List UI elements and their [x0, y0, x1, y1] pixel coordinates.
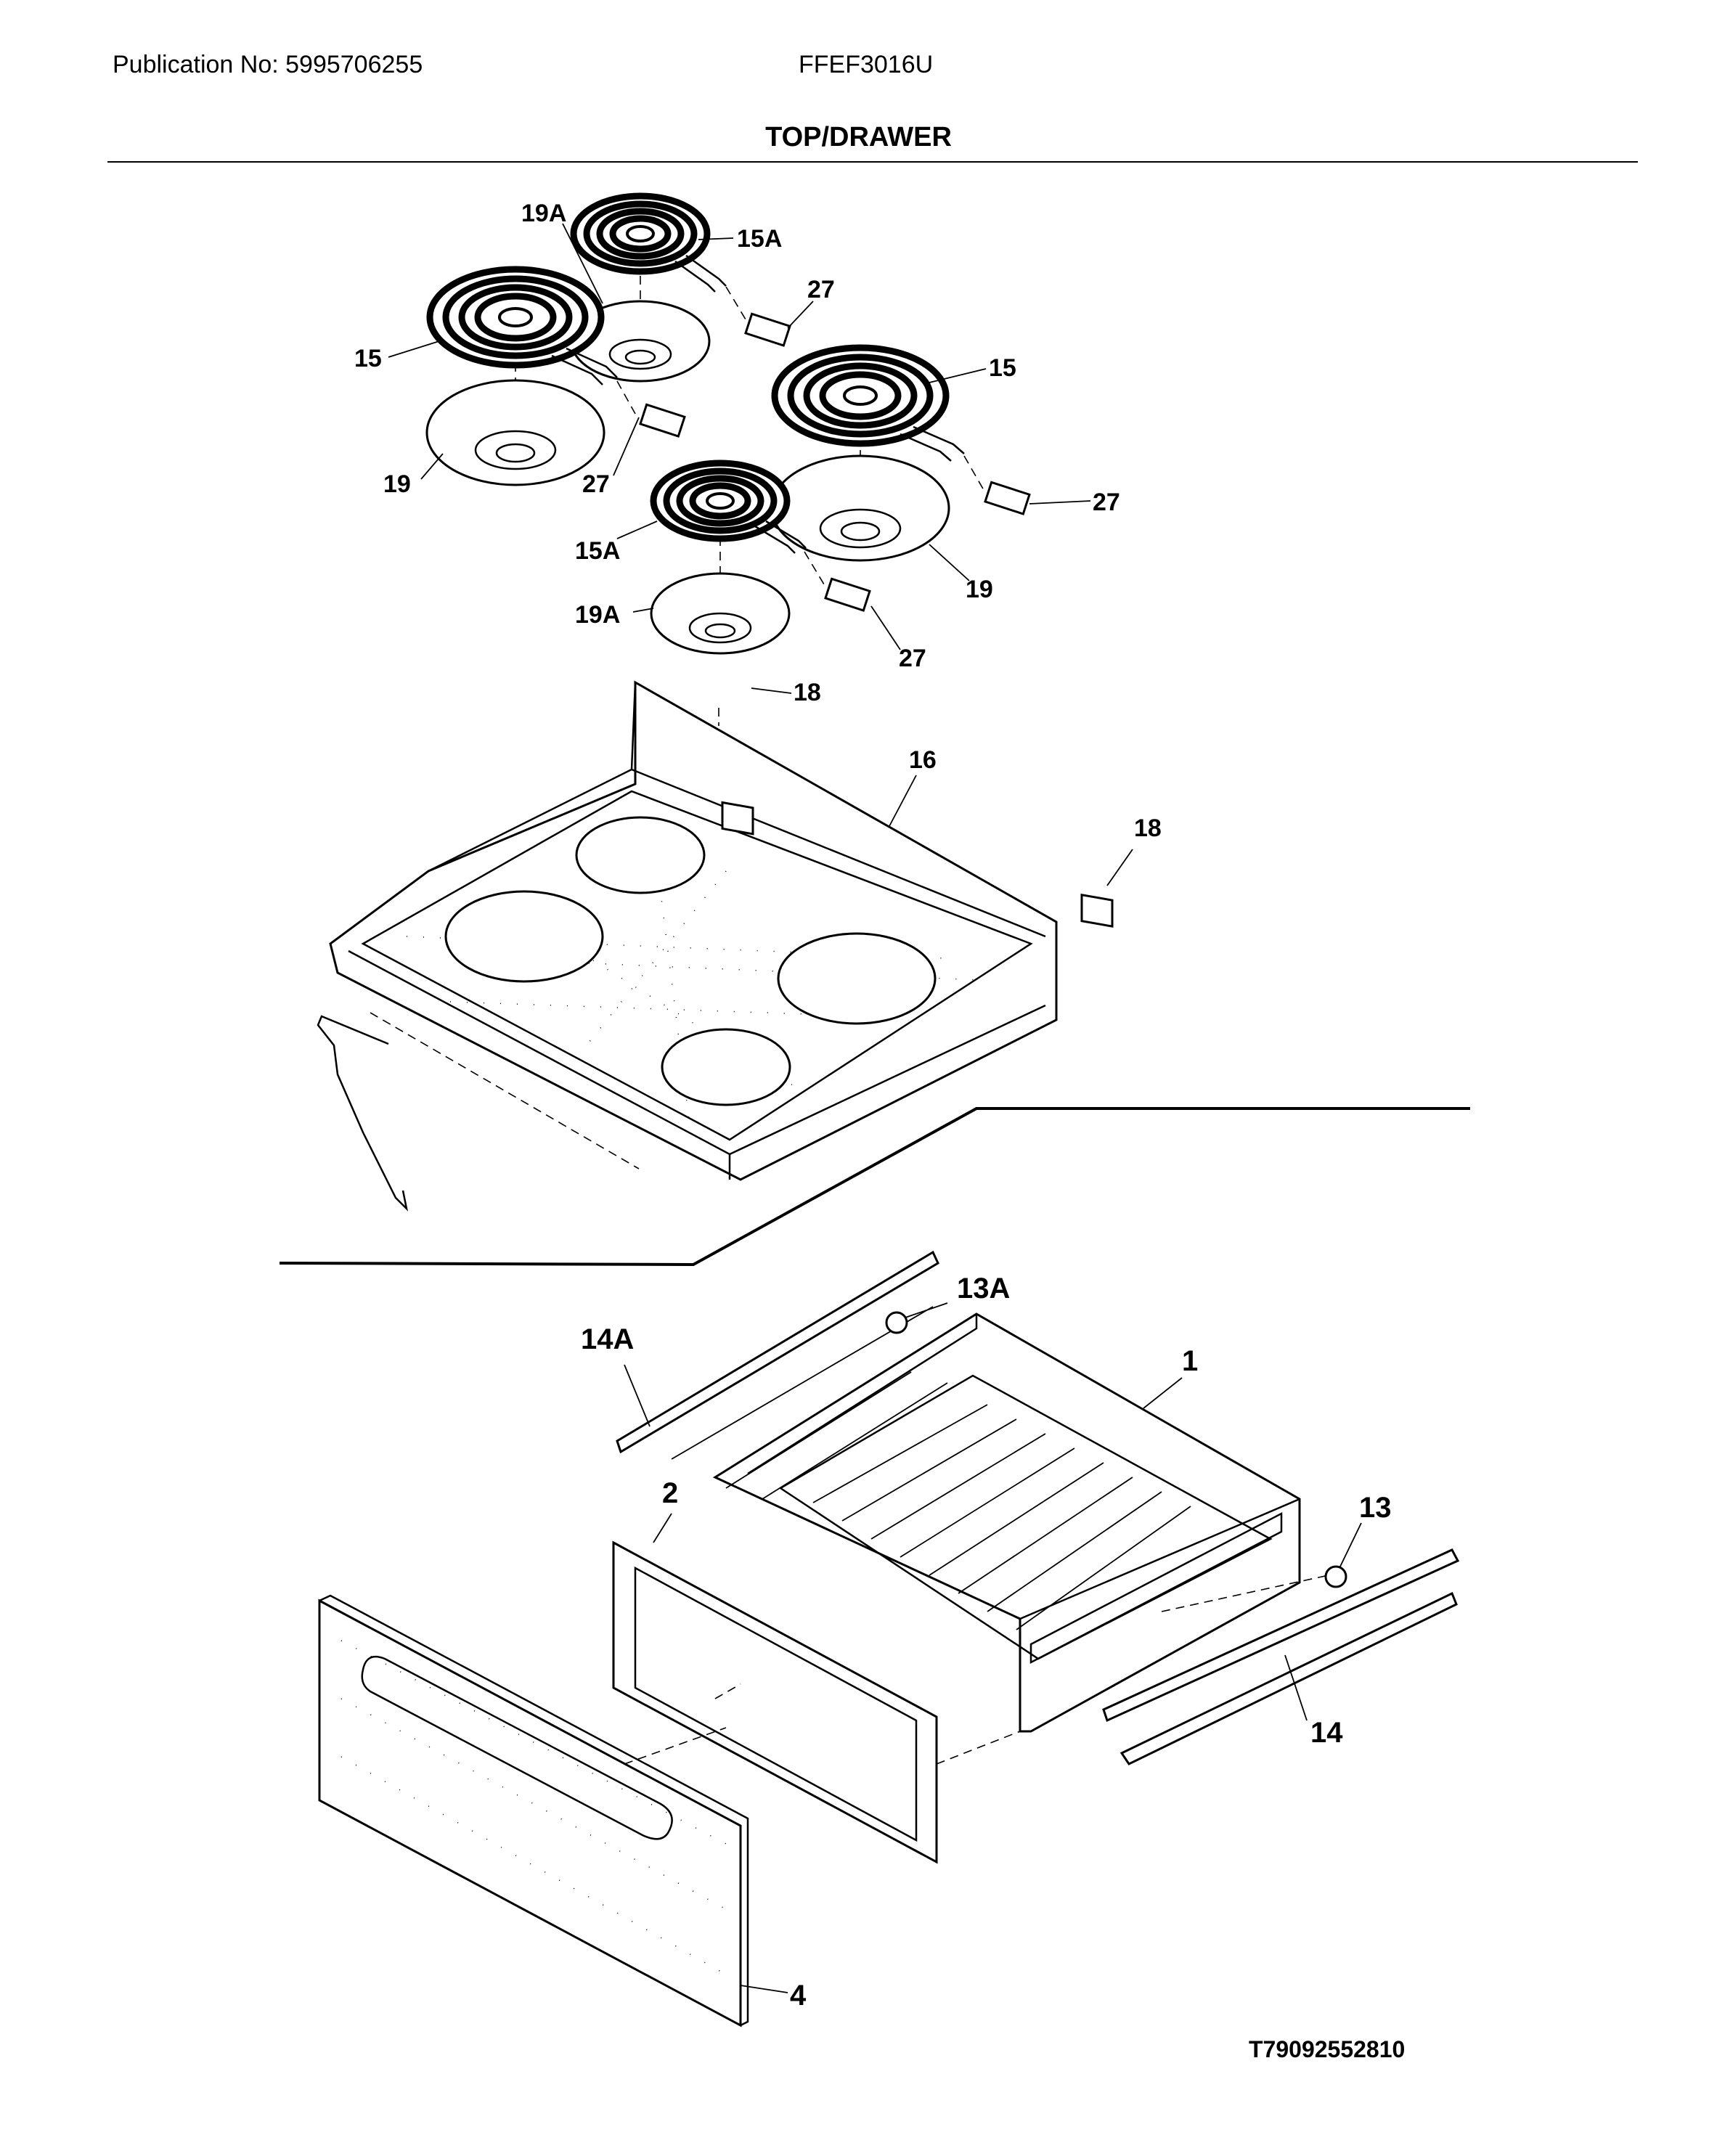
drawer-rail-14	[1102, 1548, 1460, 1723]
receptacles-group	[616, 286, 1031, 612]
callout-16: 16	[909, 746, 937, 774]
surface-element-15-left	[426, 266, 618, 385]
receptacle-27-c	[984, 481, 1031, 515]
callout-27-b: 27	[582, 470, 610, 498]
drip-pan-19-right	[770, 454, 950, 562]
section-divider	[279, 1107, 1470, 1267]
model-number: FFEF3016U	[799, 51, 934, 78]
callout-19A-front: 19A	[575, 601, 620, 629]
receptacle-27-a	[744, 312, 791, 347]
drawer-body-1	[712, 1312, 1301, 1733]
drawer-liner-2	[612, 1540, 938, 1864]
callout-13A: 13A	[957, 1273, 1010, 1304]
publication-number: Publication No: 5995706255	[113, 51, 423, 78]
callout-18-b: 18	[1134, 814, 1162, 842]
receptacle-27-b	[639, 403, 686, 438]
callout-1: 1	[1182, 1345, 1198, 1377]
drip-pan-19-left	[425, 379, 605, 486]
main-top-16	[329, 680, 1058, 1181]
callout-27-a: 27	[807, 276, 835, 303]
callout-19-left: 19	[383, 470, 411, 498]
leader-lines	[388, 223, 1362, 1993]
burner-opening-back-left	[575, 816, 706, 894]
burner-opening-front-left	[444, 890, 604, 983]
drawing-code: T79092552810	[1249, 2036, 1406, 2062]
callout-15-left: 15	[354, 345, 382, 372]
callout-27-d: 27	[899, 645, 926, 672]
rail-roller-13	[1324, 1565, 1347, 1588]
drawer-assembly	[318, 1250, 1460, 2028]
top-support-rod	[317, 1015, 409, 1212]
callout-18-a: 18	[794, 679, 821, 706]
surface-elements-group	[425, 192, 965, 655]
surface-element-15-right	[771, 344, 965, 462]
rail-roller-13A	[885, 1311, 908, 1334]
callout-labels: 19A 15A 27 15 15 19 27 27 15A 19 19A 27 …	[354, 200, 1392, 2012]
callout-19A-top: 19A	[521, 200, 566, 227]
surface-element-15A-top	[570, 192, 727, 293]
callout-13: 13	[1359, 1492, 1392, 1524]
callout-15A-top: 15A	[737, 225, 782, 253]
callout-15A-front: 15A	[575, 537, 620, 565]
bracket-18-a	[721, 801, 754, 836]
callout-2: 2	[662, 1477, 678, 1509]
receptacle-27-d	[824, 577, 871, 612]
callout-15-right: 15	[989, 354, 1016, 382]
bracket-18-b	[1080, 893, 1114, 928]
callout-14: 14	[1310, 1717, 1343, 1749]
burner-opening-front-right	[661, 1028, 791, 1106]
surface-element-15A-front	[650, 460, 807, 554]
callout-4: 4	[790, 1980, 807, 2012]
callout-14A: 14A	[581, 1323, 634, 1355]
header-rule	[107, 161, 1638, 163]
section-title: TOP/DRAWER	[765, 122, 952, 152]
burner-opening-back-right	[777, 932, 937, 1025]
callout-19-right: 19	[966, 576, 993, 603]
drawer-rail-14A	[616, 1250, 939, 1454]
callout-27-c: 27	[1093, 489, 1120, 516]
